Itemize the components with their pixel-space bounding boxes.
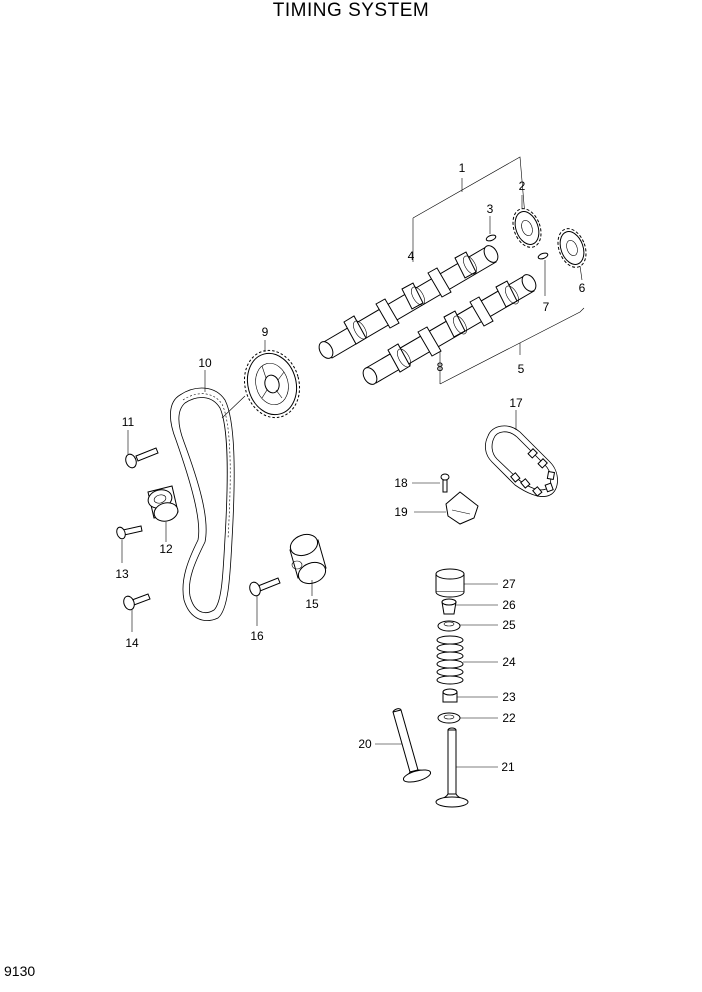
crank-timing-pulley <box>243 349 301 419</box>
label-7: 7 <box>543 300 550 314</box>
label-17: 17 <box>509 396 523 410</box>
bolt-16 <box>249 577 281 597</box>
label-10: 10 <box>198 356 212 370</box>
label-19: 19 <box>394 505 408 519</box>
label-20: 20 <box>358 737 372 751</box>
label-16: 16 <box>250 629 264 643</box>
label-15: 15 <box>305 597 319 611</box>
idler-pulley <box>289 533 327 585</box>
bolt-11 <box>125 447 159 469</box>
label-9: 9 <box>262 325 269 339</box>
label-3: 3 <box>487 202 494 216</box>
valve-spring <box>436 635 464 685</box>
leader-5 <box>439 307 585 385</box>
label-11: 11 <box>122 415 135 429</box>
page-number: 9130 <box>4 963 36 979</box>
valve-intake <box>435 727 469 808</box>
timing-belt <box>170 387 235 621</box>
label-22: 22 <box>502 711 516 725</box>
label-27: 27 <box>502 577 516 591</box>
label-25: 25 <box>502 618 516 632</box>
camshaft-upper <box>318 245 499 359</box>
tappet <box>435 568 465 598</box>
bolt-14 <box>123 593 151 611</box>
label-12: 12 <box>159 542 173 556</box>
bolt-18 <box>440 473 450 493</box>
leader-6 <box>579 265 583 281</box>
spring-retainer <box>437 620 461 632</box>
valve-spring-seat <box>437 712 461 724</box>
leader-1 <box>412 156 527 229</box>
camshaft-sprocket-exhaust <box>512 208 542 248</box>
label-24: 24 <box>502 655 516 669</box>
label-13: 13 <box>115 567 129 581</box>
label-2: 2 <box>519 179 526 193</box>
valve-cotter <box>441 598 457 615</box>
leader-belt-to-pulley <box>221 395 246 419</box>
bolt-13 <box>116 525 143 540</box>
label-23: 23 <box>502 690 516 704</box>
label-18: 18 <box>394 476 408 490</box>
label-1: 1 <box>459 161 466 175</box>
valve-stem-seal <box>442 688 458 703</box>
label-26: 26 <box>502 598 516 612</box>
camshaft-group <box>318 156 587 385</box>
key-lower-part <box>537 252 549 260</box>
timing-chain <box>484 425 558 497</box>
label-8: 8 <box>437 360 444 374</box>
label-21: 21 <box>501 760 515 774</box>
label-4: 4 <box>408 249 415 263</box>
camshaft-sprocket-intake <box>557 228 587 268</box>
valve-exhaust <box>392 708 432 783</box>
label-14: 14 <box>125 636 139 650</box>
label-5: 5 <box>518 362 525 376</box>
key-part <box>485 234 497 242</box>
chain-guide <box>445 491 479 525</box>
label-6: 6 <box>579 281 586 295</box>
page-title: TIMING SYSTEM <box>272 0 430 21</box>
camshaft-lower <box>362 274 537 385</box>
tensioner-pulley <box>147 485 179 522</box>
